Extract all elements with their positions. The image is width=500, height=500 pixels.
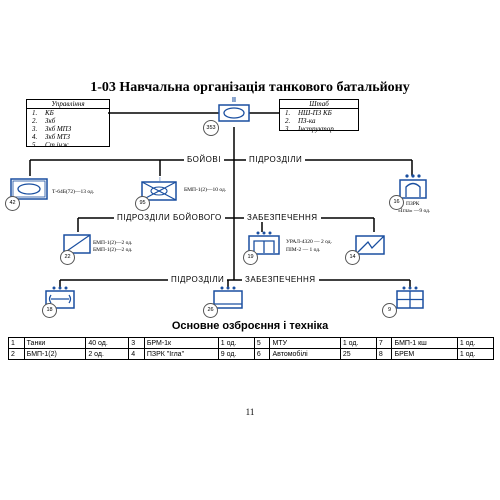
table-cell: Автомобілі: [269, 348, 341, 360]
staff-item: НШ-ПЗ КБ: [292, 109, 358, 117]
command-item: КБ: [39, 109, 109, 117]
table-cell: 6: [253, 348, 271, 360]
maint-number-badge: 18: [42, 303, 57, 318]
table-cell: Танки: [23, 337, 87, 349]
table-cell: 7: [375, 337, 393, 349]
table-cell: 40 од.: [85, 337, 130, 349]
table-cell: 1 од.: [456, 348, 495, 360]
table-row: 2 БМП-1(2) 2 од. 4 ПЗРК "Ігла" 9 од. 6 А…: [8, 348, 495, 360]
engineer-label-1: УРАЛ-4320 — 2 од.: [286, 239, 332, 245]
table-cell: 9 од.: [217, 348, 255, 360]
aa-number: 16: [393, 199, 400, 205]
table-cell: 25: [339, 348, 377, 360]
supply-number: 26: [207, 307, 214, 313]
table-cell: БРМ-1к: [143, 337, 219, 349]
hq-echelon-mark: II: [232, 97, 236, 104]
signal-number-badge: 14: [345, 250, 360, 265]
table-cell: ПЗРК "Ігла": [143, 348, 219, 360]
command-item: Ст.інж: [39, 141, 109, 149]
command-item: Зкб МПЗ: [39, 125, 109, 133]
section-support-2: ЗАБЕЗПЕЧЕННЯ: [244, 213, 321, 222]
table-cell: 3: [128, 337, 145, 349]
recon-label-2: БМП-1(2)—2 од.: [93, 247, 133, 253]
section-service-2: ЗАБЕЗПЕЧЕННЯ: [242, 275, 319, 284]
hq-ellipse: [223, 107, 245, 119]
section-service-1: ПІДРОЗДІЛИ: [168, 275, 228, 284]
staff-item: ПЗ-ка: [292, 117, 358, 125]
supply-number-badge: 26: [203, 303, 218, 318]
command-box: Управління КБ Зкб Зкб МПЗ Зкб МТЗ Ст.інж: [26, 99, 110, 149]
table-cell: 1 од.: [456, 337, 495, 349]
maint-number: 18: [46, 307, 53, 313]
hq-number-badge: 353: [203, 120, 219, 136]
table-cell: 1 од.: [339, 337, 377, 349]
recon-number-badge: 22: [60, 250, 75, 265]
aa-number-badge: 16: [389, 195, 404, 210]
table-cell: БРЕМ: [391, 348, 458, 360]
command-item: Зкб: [39, 117, 109, 125]
medical-number: 9: [387, 307, 392, 313]
aa-platoon-symbol: [399, 174, 427, 199]
mech-label: БМП-1(2)—10 од.: [184, 187, 227, 193]
svg-text:I: I: [159, 177, 160, 183]
command-header: Управління: [27, 100, 109, 109]
table-cell: 8: [375, 348, 393, 360]
table-cell: 5: [253, 337, 271, 349]
tank-company-symbol: [10, 178, 48, 200]
mech-number: 95: [139, 200, 146, 206]
engineer-label-2: ПІМ-2 — 1 од.: [286, 247, 321, 253]
staff-header: Штаб: [280, 100, 358, 109]
table-cell: БМП-1 кш: [391, 337, 458, 349]
page-number: 11: [245, 407, 255, 417]
table-cell: 2 од.: [85, 348, 130, 360]
staff-item: Інструктор: [292, 125, 358, 133]
aa-label-1: ПЗРК: [406, 201, 420, 207]
medical-number-badge: 9: [382, 303, 397, 318]
mech-company-symbol: I: [141, 177, 177, 201]
section-combat-1: БОЙОВІ: [184, 155, 224, 164]
section-combat-2: ПІДРОЗДІЛИ: [246, 155, 306, 164]
staff-box: Штаб НШ-ПЗ КБ ПЗ-ка Інструктор: [279, 99, 359, 133]
table-cell: 1 од.: [217, 337, 255, 349]
engineer-number-badge: 19: [243, 250, 258, 265]
section-support-1: ПІДРОЗДІЛИ БОЙОВОГО: [114, 213, 225, 222]
recon-label-1: БМП-1(2)—2 од.: [93, 240, 133, 246]
table-cell: 4: [128, 348, 145, 360]
medical-platoon-symbol: [396, 286, 424, 309]
table-cell: 1: [8, 337, 25, 349]
command-item: Зкб МТЗ: [39, 133, 109, 141]
table-cell: БМП-1(2): [23, 348, 87, 360]
engineer-platoon-symbol: [248, 231, 280, 255]
equipment-table: 1 Танки 40 од. 3 БРМ-1к 1 од. 5 МТУ 1 од…: [8, 337, 495, 360]
table-cell: МТУ: [269, 337, 341, 349]
diagram-title: 1-03 Навчальна організація танкового бат…: [90, 80, 410, 95]
supply-platoon-symbol: [213, 286, 243, 309]
table-row: 1 Танки 40 од. 3 БРМ-1к 1 од. 5 МТУ 1 од…: [8, 337, 495, 349]
equipment-title: Основне озброєння і техніка: [171, 320, 329, 332]
hq-symbol: II: [218, 97, 250, 122]
tank-number: 42: [9, 200, 16, 206]
command-list: КБ Зкб Зкб МПЗ Зкб МТЗ Ст.інж: [27, 109, 109, 149]
recon-number: 22: [64, 254, 71, 260]
staff-list: НШ-ПЗ КБ ПЗ-ка Інструктор: [280, 109, 358, 133]
engineer-number: 19: [247, 254, 254, 260]
tank-number-badge: 42: [5, 196, 20, 211]
table-cell: 2: [8, 348, 25, 360]
signal-platoon-symbol: [355, 235, 385, 255]
hq-number: 353: [206, 125, 216, 131]
tank-label: Т-64Б(72)—13 од.: [52, 189, 95, 195]
aa-label-2: «Ігла» —9 од.: [398, 208, 431, 214]
signal-number: 14: [349, 254, 356, 260]
recon-platoon-symbol: [63, 234, 91, 254]
mech-number-badge: 95: [135, 196, 150, 211]
